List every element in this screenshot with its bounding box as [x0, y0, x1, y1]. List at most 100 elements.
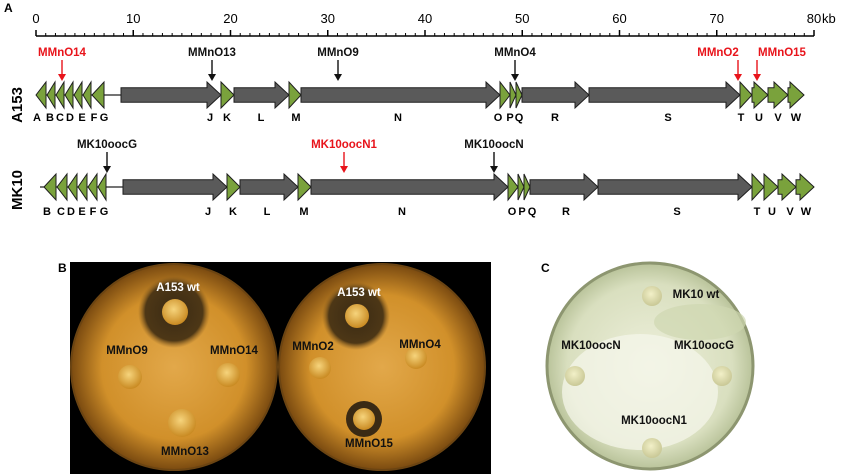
marker-arrow-head [734, 74, 742, 81]
colony-mmno2 [309, 357, 331, 379]
gene-arrow-d [65, 82, 73, 108]
panel-label-a: A [4, 1, 13, 15]
plate-label-mmno2: MMnO2 [292, 341, 334, 353]
gene-arrow-r [522, 82, 589, 108]
gene-label-f: F [90, 206, 97, 218]
gene-label-c: C [57, 206, 65, 218]
gene-label-p: P [518, 206, 525, 218]
plate-label-mk10oocg: MK10oocG [674, 340, 734, 352]
marker-label-mk10oocn1: MK10oocN1 [311, 139, 377, 151]
gene-arrow-m [298, 174, 311, 200]
colony-mk10oocn [565, 366, 585, 386]
axis-tick-label: 40 [418, 11, 432, 26]
gene-label-n: N [394, 112, 402, 124]
gene-label-t: T [738, 112, 745, 124]
gene-label-m: M [291, 112, 300, 124]
plate-label-mmno9: MMnO9 [106, 345, 148, 357]
colony-mmno15 [353, 408, 375, 430]
gene-label-l: L [264, 206, 271, 218]
axis-unit: kb [822, 11, 836, 26]
gene-label-k: K [223, 112, 231, 124]
marker-label-mmno13: MMnO13 [188, 47, 236, 59]
marker-label-mmno4: MMnO4 [494, 47, 536, 59]
gene-label-u: U [768, 206, 776, 218]
axis-tick-label: 30 [321, 11, 335, 26]
gene-arrow-g [92, 82, 104, 108]
axis-tick-label: 10 [126, 11, 140, 26]
gene-label-w: W [791, 112, 802, 124]
marker-arrow-head [334, 74, 342, 81]
gene-arrow-j [123, 174, 227, 200]
panel-label-b: B [58, 261, 67, 275]
axis-tick-label: 20 [223, 11, 237, 26]
axis-tick-label: 50 [515, 11, 529, 26]
gene-label-k: K [229, 206, 237, 218]
gene-arrow-b [44, 174, 56, 200]
gene-label-b: B [46, 112, 54, 124]
gene-label-m: M [299, 206, 308, 218]
gene-arrow-q [516, 82, 522, 108]
axis-tick-label: 70 [710, 11, 724, 26]
gene-arrow-w [788, 82, 804, 108]
gene-arrow-p [510, 82, 516, 108]
marker-arrow-head [753, 74, 761, 81]
gene-label-a: A [33, 112, 41, 124]
plate-b-right: A153 wt MMnO2 MMnO4 MMnO15 [279, 264, 485, 470]
gene-arrow-t [752, 174, 764, 200]
gene-arrow-u [752, 82, 768, 108]
gene-arrow-e [74, 82, 82, 108]
gene-arrow-b [47, 82, 55, 108]
marker-arrow-head [340, 166, 348, 173]
gene-arrow-o [500, 82, 510, 108]
gene-arrow-v [778, 174, 796, 200]
gene-arrow-l [234, 82, 289, 108]
gene-label-j: J [205, 206, 211, 218]
gene-label-b: B [43, 206, 51, 218]
gene-arrow-e [78, 174, 87, 200]
axis-tick-label: 60 [612, 11, 626, 26]
gene-label-w: W [801, 206, 812, 218]
gene-label-v: V [774, 112, 782, 124]
gene-arrow-k [221, 82, 234, 108]
marker-arrow-head [511, 74, 519, 81]
marker-arrow-head [58, 74, 66, 81]
plate-b-left: A153 wt MMnO9 MMnO14 MMnO13 [71, 264, 277, 470]
track-label-a153: A153 [9, 87, 26, 123]
gene-label-v: V [786, 206, 794, 218]
axis-tick-label: 80 [807, 11, 821, 26]
gene-label-e: E [78, 112, 85, 124]
gene-label-d: D [66, 112, 74, 124]
marker-label-mmno15: MMnO15 [758, 47, 807, 59]
gene-arrow-f [88, 174, 97, 200]
colony-mmno13 [168, 409, 196, 437]
gene-arrow-s [589, 82, 740, 108]
gene-arrow-d [68, 174, 77, 200]
marker-label-mk10oocn: MK10oocN [464, 139, 523, 151]
gene-label-g: G [100, 112, 109, 124]
clear-zone [654, 304, 746, 340]
gene-label-r: R [562, 206, 570, 218]
marker-label-mmno14: MMnO14 [38, 47, 87, 59]
gene-label-t: T [754, 206, 761, 218]
colony-mmno14 [216, 363, 240, 387]
gene-arrow-r [530, 174, 598, 200]
marker-label-mk10oocg: MK10oocG [77, 139, 137, 151]
gene-arrow-n [311, 174, 508, 200]
gene-label-f: F [91, 112, 98, 124]
gene-arrow-g [98, 174, 106, 200]
plate-label-mmno13: MMnO13 [161, 446, 209, 458]
gene-label-p: P [506, 112, 513, 124]
marker-label-mmno9: MMnO9 [317, 47, 359, 59]
gene-arrow-f [83, 82, 91, 108]
gene-arrow-m [289, 82, 301, 108]
marker-label-mmno2: MMnO2 [697, 47, 739, 59]
gene-label-n: N [398, 206, 406, 218]
gene-label-c: C [56, 112, 64, 124]
gene-arrow-v [768, 82, 788, 108]
plate-c: MK10 wt MK10oocN MK10oocG MK10oocN1 [547, 263, 753, 469]
gene-arrow-k [227, 174, 240, 200]
